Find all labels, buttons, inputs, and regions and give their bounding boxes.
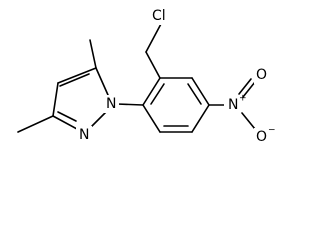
bond-c4-c3 — [52, 82, 59, 117]
bond-ch2-cl — [145, 21, 163, 53]
nitro-o-top-label: O — [256, 67, 267, 83]
bond-c5-methyl — [89, 39, 97, 69]
bond-b4-b5 — [191, 104, 210, 133]
bond-b2-ch2 — [145, 51, 161, 79]
bond-nitro-o-top-double — [238, 78, 252, 95]
bond-c3-n2 — [52, 115, 78, 130]
nitro-o-bottom-label: O — [256, 129, 267, 145]
bond-b3-b4-inner — [187, 83, 202, 105]
bond-nitro-o-bottom — [241, 112, 256, 130]
molecule-structure-diagram: Cl N N N + O O − — [17, 7, 276, 146]
bond-n1-c5 — [95, 67, 109, 96]
bond-c5-c4 — [57, 67, 97, 84]
nitro-n-charge: + — [239, 94, 247, 104]
bond-c5-c4-double — [59, 73, 90, 87]
chlorine-label: Cl — [152, 8, 166, 24]
nitro-o-charge: − — [268, 126, 276, 136]
bond-nitro-o-top — [242, 81, 256, 98]
bond-c3-n2-double — [57, 111, 77, 122]
bond-b1-b2-inner — [150, 83, 165, 105]
bonds — [17, 21, 256, 133]
bond-n2-n1 — [91, 110, 108, 127]
pyrazole-n1-label: N — [106, 96, 116, 112]
bond-b3-b4 — [191, 77, 210, 106]
atom-labels: Cl N N N + O O − — [76, 7, 276, 146]
bond-b1-b2 — [142, 77, 161, 106]
pyrazole-n2-label: N — [79, 127, 89, 143]
bond-b6-b1 — [142, 104, 161, 133]
bond-c3-methyl — [17, 115, 54, 133]
bond-n1-benzene — [116, 103, 144, 106]
nitro-n-label: N — [228, 97, 238, 113]
